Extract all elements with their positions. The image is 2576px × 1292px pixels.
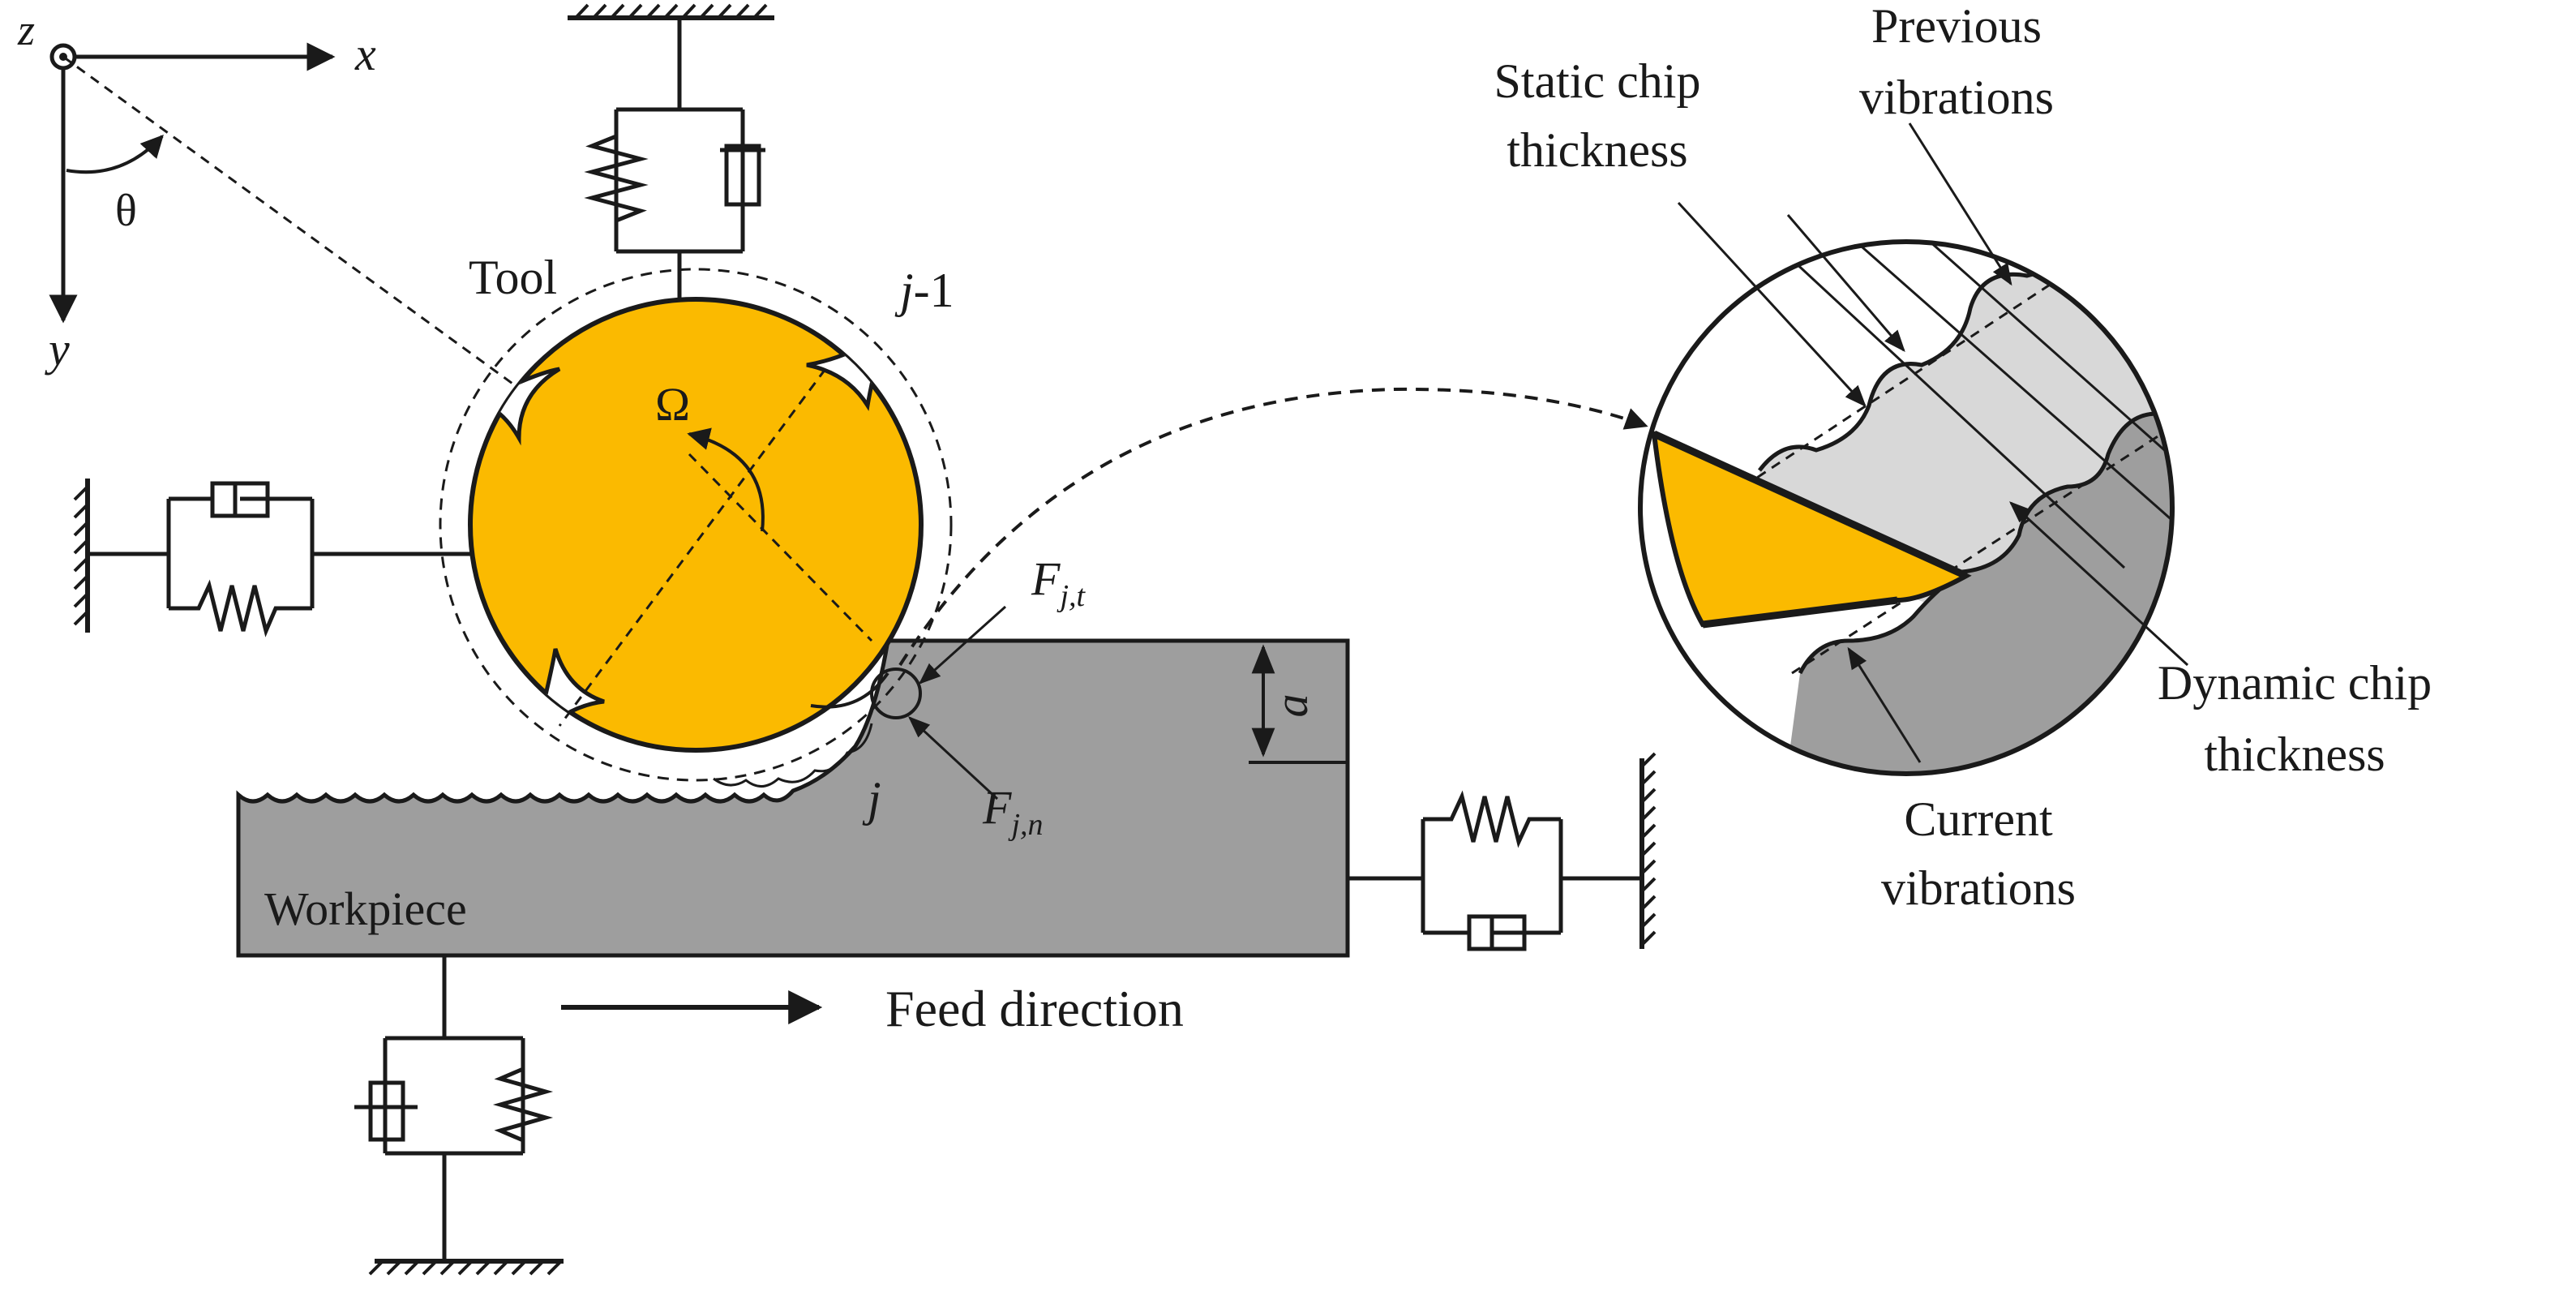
previous-vibrations-label-2: vibrations <box>1859 71 2054 124</box>
zoom-callout-leaders <box>1677 122 2189 763</box>
z-axis-label: z <box>17 6 35 54</box>
tool-label: Tool <box>469 251 557 304</box>
depth-label: a <box>1265 694 1318 718</box>
previous-vibrations-label: Previous <box>1871 0 2042 53</box>
feed-direction-label: Feed direction <box>885 980 1184 1037</box>
workpiece: Workpiece a <box>236 638 1350 958</box>
tangential-force-label: Fj,t <box>1031 552 1086 613</box>
tangential-force-arrow <box>918 605 1007 685</box>
bottom-spring <box>492 1050 554 1153</box>
y-axis-label: y <box>45 323 70 376</box>
current-vibrations-label-2: vibrations <box>1881 861 2076 915</box>
tool-body <box>468 297 924 753</box>
tool-left-support <box>73 479 470 637</box>
zoom-detail <box>1638 239 2175 776</box>
workpiece-bottom-support <box>354 955 564 1276</box>
coordinate-system: z x y θ <box>17 6 376 376</box>
rotation-arrow <box>687 427 765 532</box>
normal-force-label: Fj,n <box>982 781 1044 842</box>
workpiece-body <box>236 638 1350 958</box>
static-chip-thickness-label-2: thickness <box>1507 123 1687 177</box>
cut-surface-scallops <box>713 723 873 788</box>
current-vibrations-label: Current <box>1904 792 2053 846</box>
static-chip-thickness-label: Static chip <box>1494 54 1701 108</box>
tool-nominal-path <box>439 268 953 782</box>
workpiece-right-support <box>1348 752 1657 951</box>
dynamic-chip-thickness-label: Dynamic chip <box>2158 656 2432 710</box>
tool-insert-detail <box>1651 430 1972 628</box>
tooth-notch-upper-left <box>473 367 561 446</box>
theta-label: θ <box>115 186 137 236</box>
workpiece-label: Workpiece <box>264 882 467 935</box>
zoom-source-circle <box>870 667 922 719</box>
zoom-circle-border <box>1638 239 2175 776</box>
dynamic-chip-thickness-label-2: thickness <box>2204 728 2385 781</box>
omega-label: Ω <box>655 378 690 431</box>
tool-top-support <box>568 3 774 308</box>
top-spring <box>584 122 649 239</box>
x-axis-label: x <box>354 28 376 80</box>
zoom-connector-arrow <box>898 387 1648 667</box>
angle-reference-line <box>62 55 872 646</box>
tooth-j-edge <box>810 672 889 709</box>
previous-tooth-label: j-1 <box>894 264 954 317</box>
right-spring <box>1423 790 1561 848</box>
current-vibration-surface <box>1798 403 2172 675</box>
tooth-diameter-line <box>558 368 827 727</box>
left-spring <box>169 579 312 637</box>
bottom-damper <box>368 1080 405 1142</box>
previous-vibration-surface <box>1758 250 2077 472</box>
theta-angle-arc <box>66 134 164 174</box>
normal-force-arrow <box>908 716 999 801</box>
